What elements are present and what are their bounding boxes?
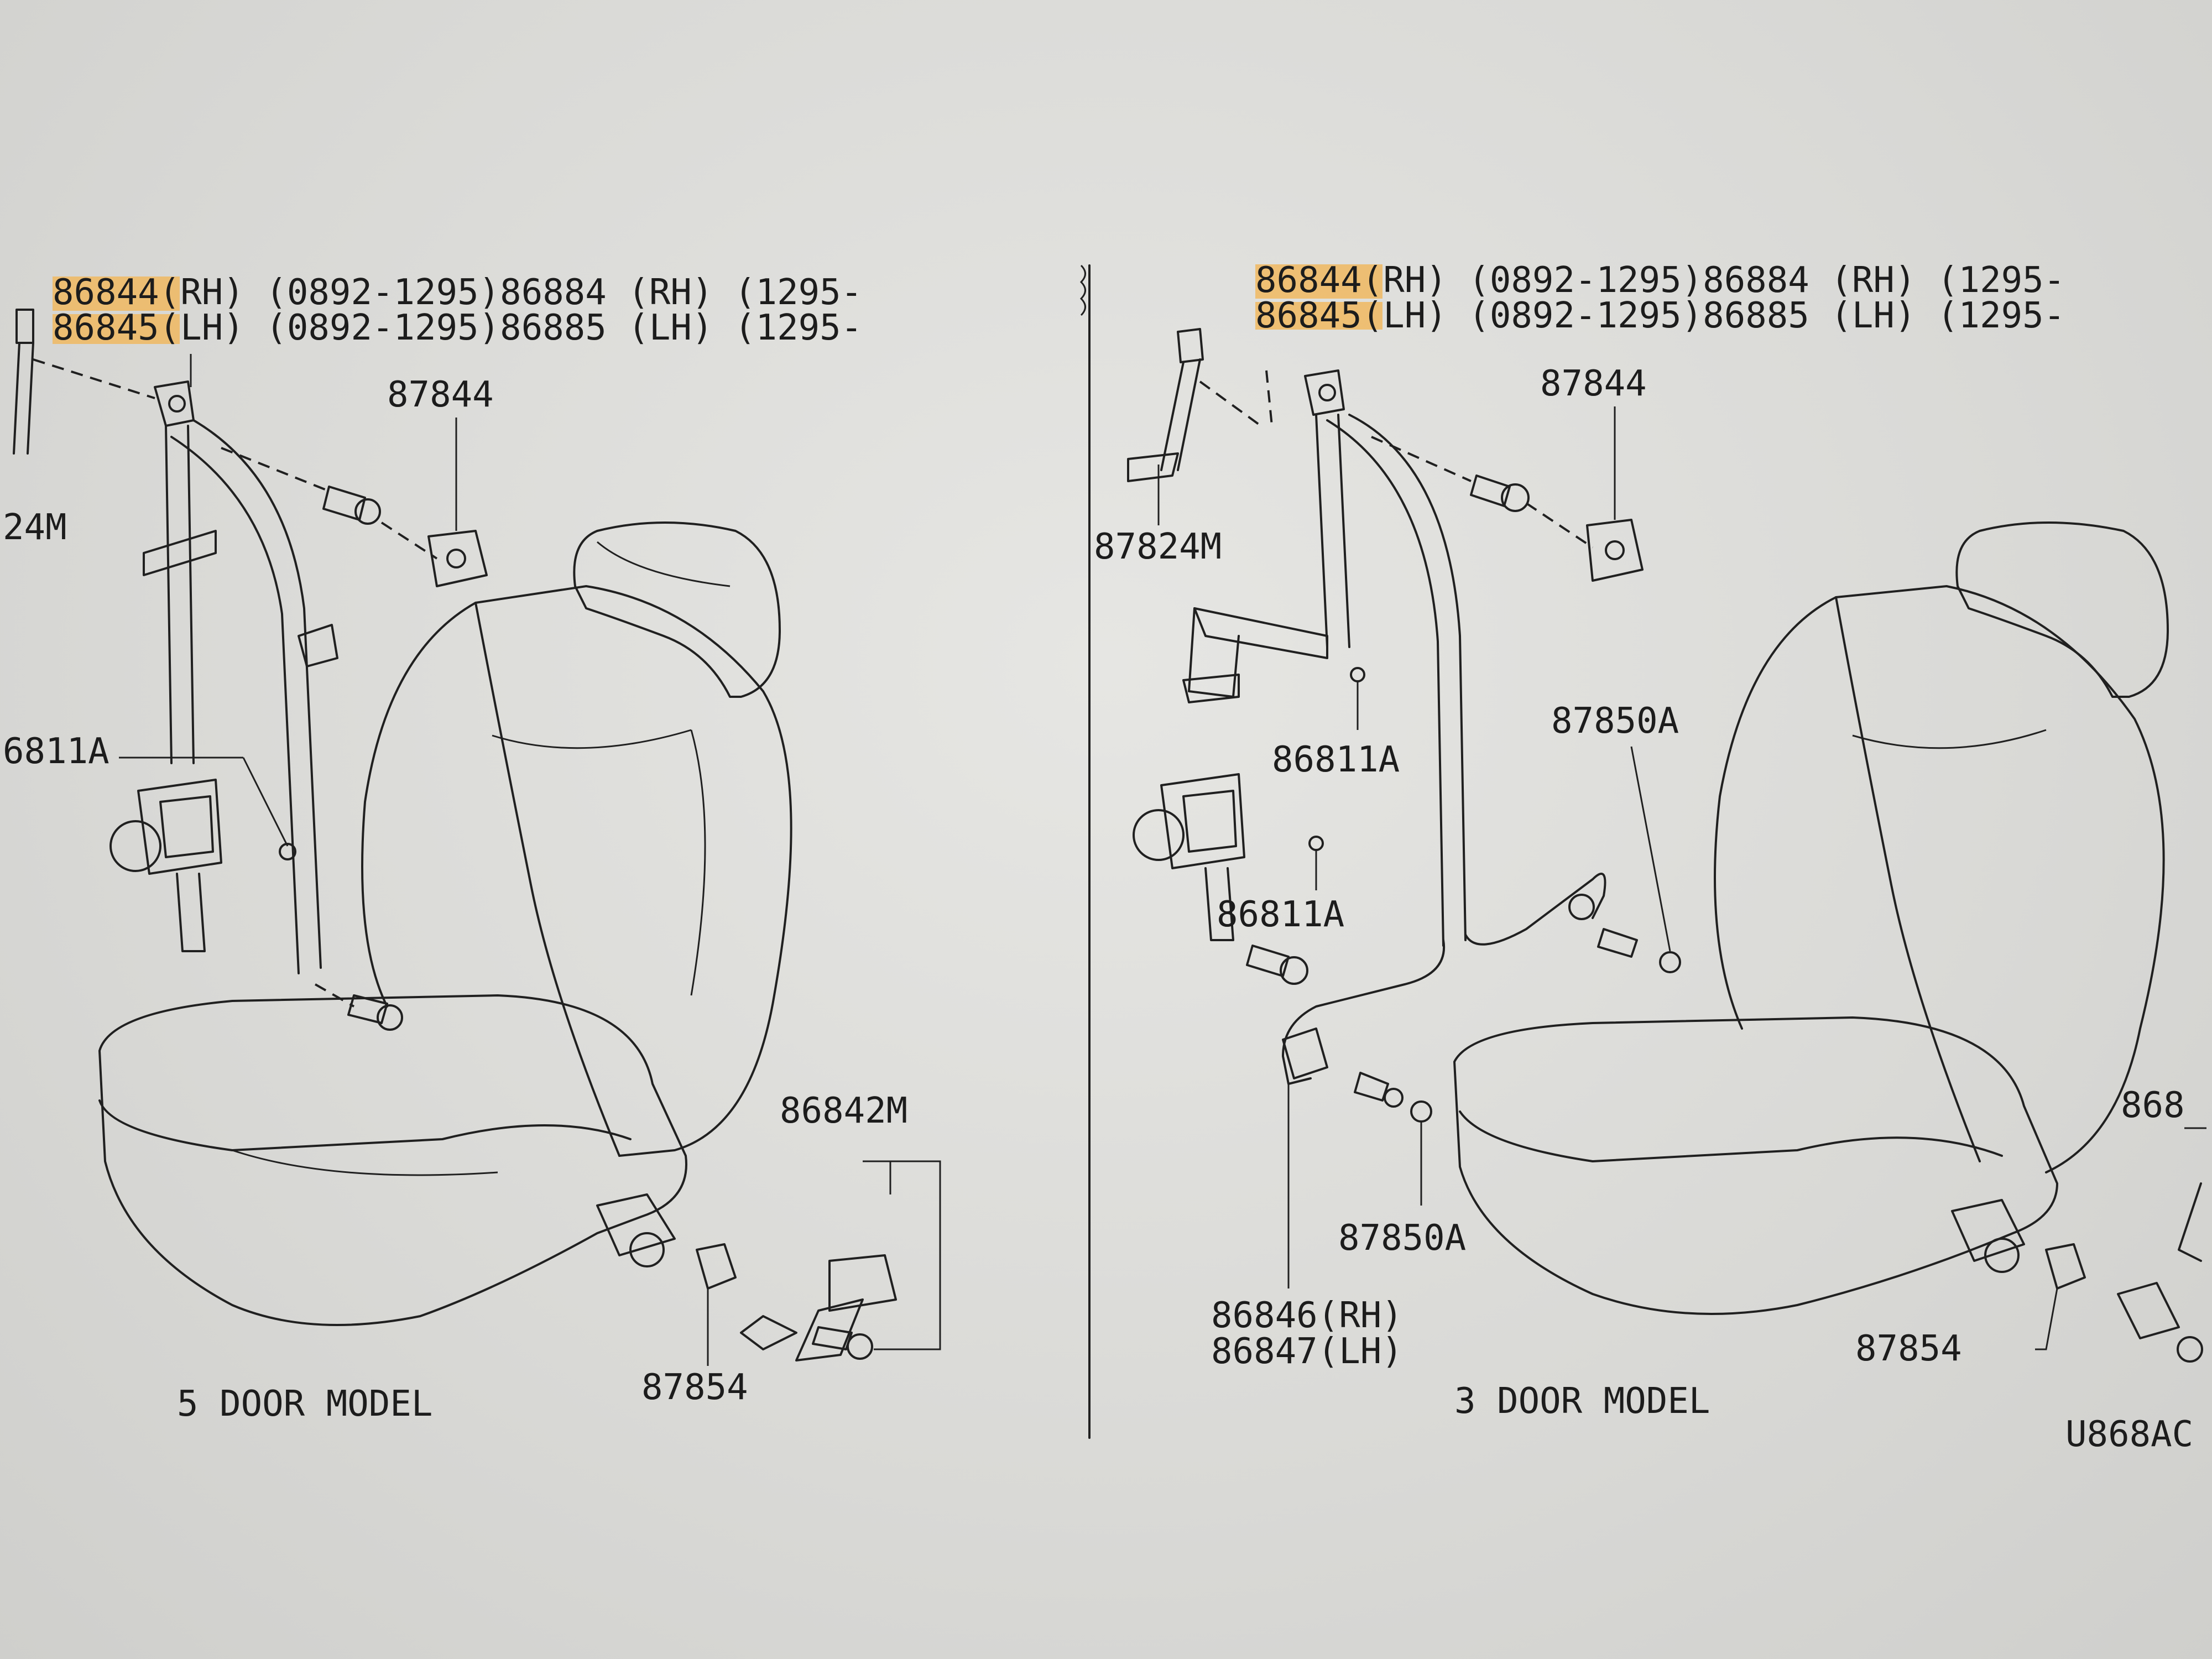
- highlight-left-lh: [53, 314, 180, 344]
- left-label-87854: 87854: [641, 1367, 748, 1408]
- right-header-lh: 86845(LH) (0892-1295)86885 (LH) (1295-: [1255, 295, 2065, 336]
- figure-code: U868AC: [2065, 1414, 2193, 1455]
- left-label-87844: 87844: [387, 374, 494, 415]
- right-label-buckle-partial: 868: [2121, 1085, 2185, 1126]
- right-rh-part: 86844: [1255, 260, 1362, 301]
- right-rh-rest: (RH) (0892-1295)86884 (RH) (1295-: [1362, 260, 2065, 301]
- right-label-86811a-upper: 86811A: [1272, 739, 1400, 780]
- right-label-86846-rh: 86846(RH): [1211, 1295, 1403, 1336]
- right-label-86847-lh: 86847(LH): [1211, 1331, 1403, 1372]
- right-model-name: 3 DOOR MODEL: [1454, 1381, 1710, 1422]
- right-belt-drawing: [1127, 328, 2206, 1363]
- left-label-86842m: 86842M: [780, 1091, 907, 1131]
- right-header-rh: 86844(RH) (0892-1295)86884 (RH) (1295-: [1255, 260, 2065, 301]
- break-mark: [1079, 264, 1086, 316]
- left-lh-part: 86845: [53, 307, 159, 348]
- left-header-rh: 86844(RH) (0892-1295)86884 (RH) (1295-: [53, 272, 862, 313]
- highlight-right-rh: [1255, 264, 1383, 299]
- left-belt-drawing: [13, 309, 941, 1366]
- right-label-86811a-lower: 86811A: [1217, 894, 1344, 935]
- right-seat-drawing: [1453, 521, 2169, 1315]
- highlight-left-rh: [53, 276, 180, 311]
- left-rh-rest: (RH) (0892-1295)86884 (RH) (1295-: [159, 272, 863, 313]
- left-seat-drawing: [98, 521, 792, 1326]
- right-label-87844: 87844: [1540, 363, 1647, 404]
- right-label-87824m: 87824M: [1094, 526, 1222, 567]
- right-label-87854: 87854: [1855, 1328, 1962, 1369]
- left-label-24m: 24M: [3, 507, 67, 548]
- right-lh-part: 86845: [1255, 295, 1362, 336]
- left-header-lh: 86845(LH) (0892-1295)86885 (LH) (1295-: [53, 307, 862, 348]
- highlight-right-lh: [1255, 302, 1383, 330]
- right-lh-rest: (LH) (0892-1295)86885 (LH) (1295-: [1362, 295, 2065, 336]
- left-label-6811a: 6811A: [3, 731, 109, 772]
- left-model-name: 5 DOOR MODEL: [177, 1384, 432, 1425]
- left-lh-rest: (LH) (0892-1295)86885 (LH) (1295-: [159, 307, 863, 348]
- left-rh-part: 86844: [53, 272, 159, 313]
- right-label-87850a-upper: 87850A: [1551, 701, 1679, 742]
- right-label-87850a-lower: 87850A: [1338, 1218, 1466, 1259]
